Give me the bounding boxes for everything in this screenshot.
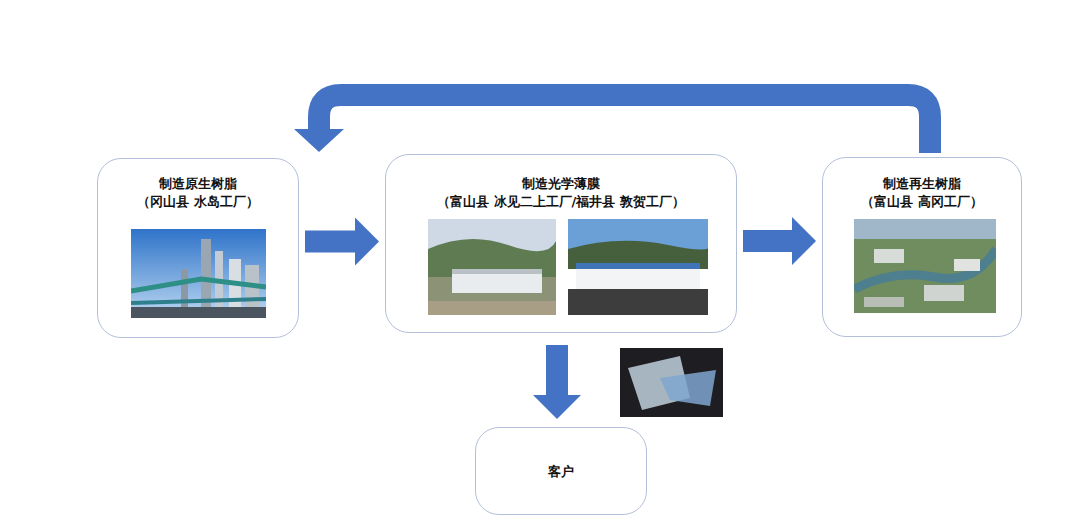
plant-photo: [131, 229, 266, 318]
flow-arrow: [305, 218, 379, 266]
arrow-shape: [533, 345, 581, 419]
node-subtitle: （冈山县 水岛工厂）: [98, 193, 298, 211]
node-title: 客户: [476, 463, 646, 481]
node-title: 制造光学薄膜: [386, 175, 736, 193]
node-title: 制造原生树脂: [98, 175, 298, 193]
arrow-shaft: [319, 95, 930, 153]
film-photo: [620, 348, 723, 417]
arrow-shape: [743, 217, 816, 265]
factory-photo: [568, 219, 708, 315]
flow-arrow: [743, 217, 816, 265]
arrow-head: [294, 129, 344, 152]
node-title: 制造再生树脂: [823, 175, 1021, 193]
flow-arrow: [533, 345, 581, 419]
arrow-shape: [305, 218, 379, 266]
customer-box: 客户: [475, 427, 647, 515]
aerial-photo: [854, 219, 996, 313]
node-subtitle: （富山县 冰见二上工厂/福井县 敦贺工厂）: [386, 193, 736, 211]
factory-photo: [428, 219, 556, 315]
node-subtitle: （富山县 高冈工厂）: [823, 193, 1021, 211]
flow-arrow: [294, 95, 930, 153]
